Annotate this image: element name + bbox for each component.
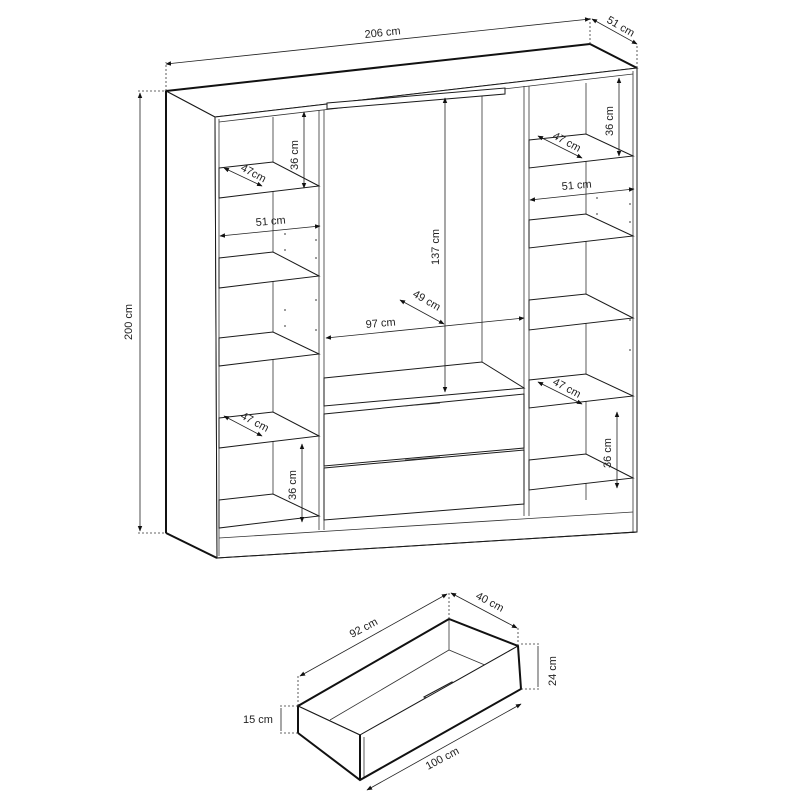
depth-label: 51 cm <box>605 14 637 39</box>
shelf-peg-holes <box>284 197 631 351</box>
right-top-height-label: 36 cm <box>604 106 616 136</box>
center-shelf <box>323 361 526 407</box>
right-width-label: 51 cm <box>561 178 592 193</box>
hanging-rail <box>326 87 506 110</box>
drawer-length-label: 92 cm <box>348 616 380 641</box>
drawer-front-height-label: 15 cm <box>243 714 273 726</box>
drawer-bottom <box>323 449 525 521</box>
drawer-top <box>323 393 525 467</box>
drawer-depth-label: 40 cm <box>474 590 506 615</box>
left-top-height-label: 36 cm <box>289 140 301 170</box>
drawer-detail <box>296 617 523 782</box>
left-width-label: 51 cm <box>255 214 286 229</box>
right-bottom-height-label: 36 cm <box>602 438 614 468</box>
wardrobe-left-side <box>165 90 218 559</box>
center-drawers <box>323 393 525 521</box>
drawer-front-width-label: 100 cm <box>424 745 461 773</box>
left-bottom-height-label: 36 cm <box>287 470 299 500</box>
drawer-back-height-label: 24 cm <box>547 656 559 686</box>
width-label: 206 cm <box>364 25 401 41</box>
height-label: 200 cm <box>123 304 135 340</box>
center-width-label: 97 cm <box>365 316 396 331</box>
center-height-label: 137 cm <box>430 229 442 265</box>
